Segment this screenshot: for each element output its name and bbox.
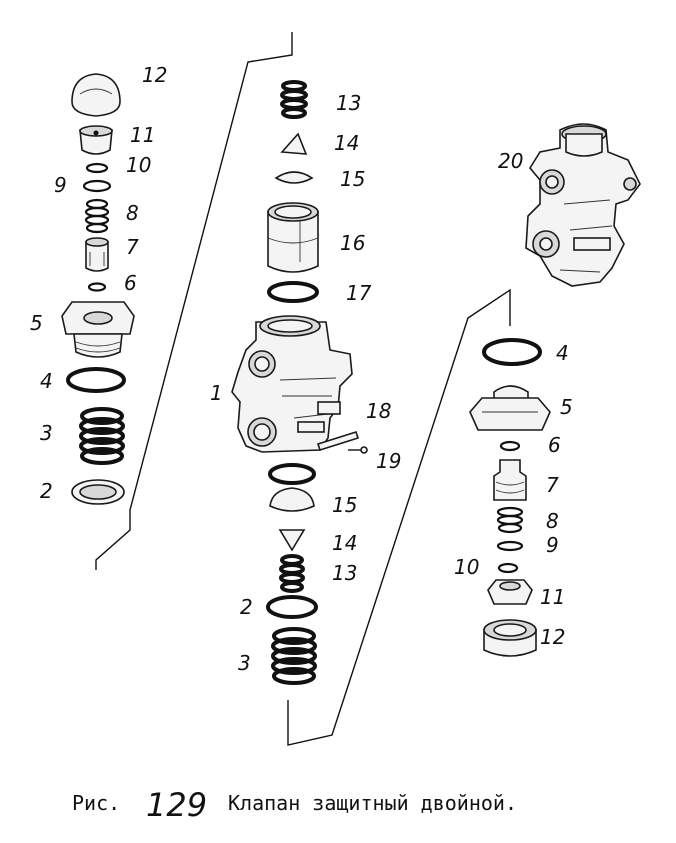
figure-caption: Рис. 129 Клапан защитный двойной. [72,786,517,824]
part-lower-ring [268,463,316,485]
callout-left-5: 5 [30,311,43,335]
assembly-line-left [95,32,293,570]
callout-center-13-bottom: 13 [332,561,357,585]
callout-left-10: 10 [126,153,151,177]
part-12-cap-right [483,619,537,657]
part-4-ring-right [482,338,542,366]
caption-prefix: Рис. [72,791,120,815]
part-2-washer-center [266,595,318,619]
part-15-disc-top [274,171,314,184]
callout-right-4: 4 [556,341,569,365]
callouts-left: 12 11 10 9 8 7 6 5 4 3 2 [30,63,167,503]
callout-right-6: 6 [548,433,561,457]
part-20-assembled [525,123,641,287]
callout-right-9: 9 [546,533,559,557]
part-7-valve-right [493,459,527,501]
part-13-spring-bottom [279,554,305,593]
part-14-triangle-bottom [278,529,306,552]
callout-right-7: 7 [546,473,559,497]
part-16-sleeve [267,202,319,273]
part-3-spring [79,407,125,465]
callout-center-14-top: 14 [334,131,359,155]
callout-center-2: 2 [240,595,253,619]
part-7-valve [85,241,109,272]
callout-left-6: 6 [124,271,137,295]
part-10-ring-right [497,562,519,574]
callout-right-5: 5 [560,395,573,419]
callouts-right: 20 4 5 6 7 8 9 10 11 12 [454,149,573,649]
part-9-ring [82,179,112,193]
callout-left-2: 2 [40,479,53,503]
part-15-disc-bottom [269,487,315,512]
callout-left-12: 12 [142,63,167,87]
caption-title: Клапан защитный двойной. [228,791,517,815]
callout-center-15-top: 15 [340,167,365,191]
callout-center-14-bottom: 14 [332,531,357,555]
part-5-plug-right [469,385,551,431]
callout-right-12: 12 [540,625,565,649]
part-18-pin [316,431,360,451]
left-stack [61,73,135,505]
callout-right-10: 10 [454,555,479,579]
part-6-ring-right [499,440,521,452]
callout-right-8: 8 [546,509,559,533]
part-10-ring [85,162,109,174]
callout-left-8: 8 [126,201,139,225]
callout-center-17: 17 [346,281,372,305]
callout-left-11: 11 [130,123,155,147]
part-11-nut-right [487,579,533,605]
part-14-triangle-top [280,132,308,155]
part-19-cotter [348,446,368,454]
callout-left-9: 9 [54,173,67,197]
callout-center-13-top: 13 [336,91,361,115]
callout-left-7: 7 [126,235,139,259]
part-5-plug [61,301,135,358]
part-8-spring [84,198,110,234]
callout-left-4: 4 [40,369,53,393]
part-13-spring-top [280,80,308,119]
assembly-line-center [287,288,511,746]
callout-center-16: 16 [340,231,365,255]
callout-center-3: 3 [238,651,251,675]
callout-center-19: 19 [376,449,401,473]
callout-right-20: 20 [498,149,523,173]
part-9-ring-right [496,540,524,552]
part-17-ring [267,281,319,303]
part-4-ring [66,367,126,393]
callouts-center: 13 14 15 16 17 1 18 19 15 14 13 2 3 [210,91,401,675]
part-12-cap [71,73,121,117]
callout-left-3: 3 [40,421,53,445]
part-8-spring-right [496,506,524,534]
part-6-ring [87,282,107,292]
part-1-body [231,315,353,453]
callout-center-1: 1 [210,381,223,405]
caption-number: 129 [146,786,207,824]
callout-center-15-bottom: 15 [332,493,357,517]
callout-right-11: 11 [540,585,565,609]
center-stack [231,80,368,685]
part-3-spring-center [271,627,317,685]
callout-center-18: 18 [366,399,391,423]
right-stack [469,123,641,657]
